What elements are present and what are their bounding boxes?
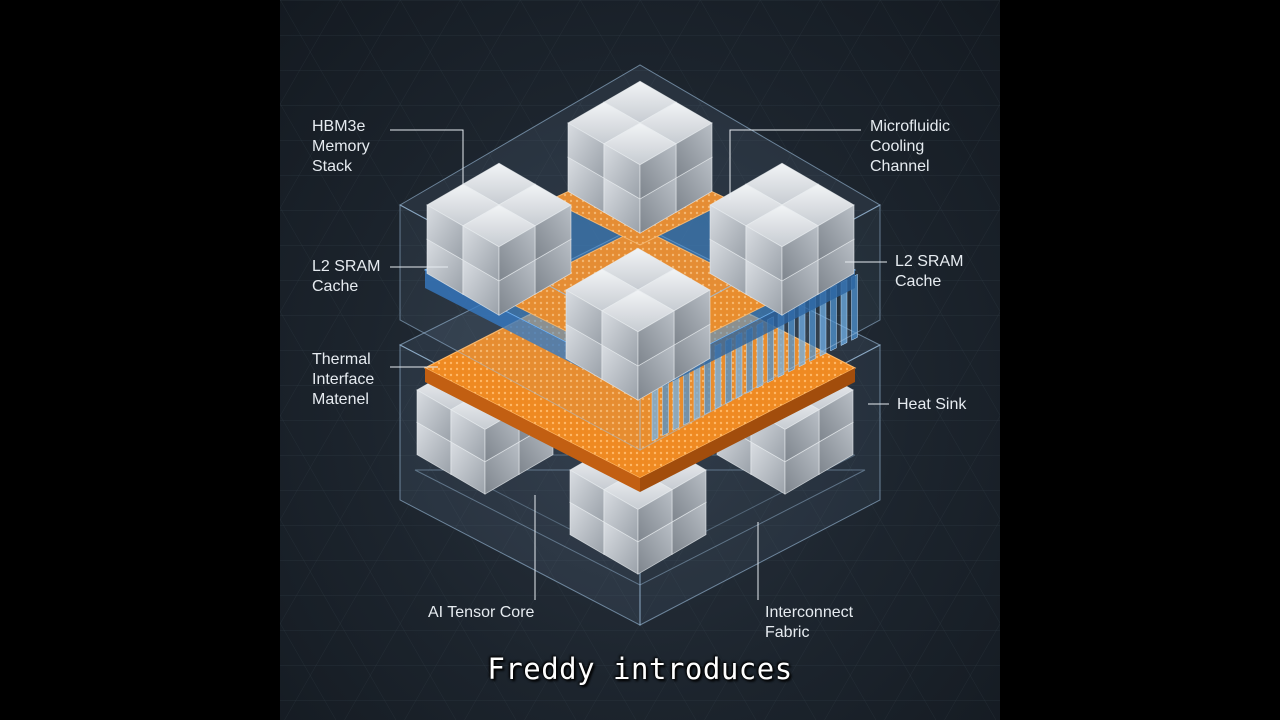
video-frame: HBM3e Memory Stack Microfluidic Cooling … [280, 0, 1000, 720]
label-l2-sram-cache-left: L2 SRAM Cache [312, 258, 381, 295]
leader-hbm [390, 129, 464, 185]
memory-cube [462, 204, 536, 282]
upper-cube-group [426, 80, 855, 401]
label-interconnect-fabric: Interconnect Fabric [765, 604, 854, 641]
heat-sink-fin [851, 273, 858, 341]
heat-sink-fins [651, 273, 858, 442]
memory-cube [601, 289, 675, 367]
video-caption: Freddy introduces [487, 652, 793, 686]
leader-microfluidic [729, 129, 861, 200]
label-l2-sram-cache-right: L2 SRAM Cache [895, 253, 964, 290]
memory-cube [603, 122, 677, 200]
label-microfluidic-cooling-channel: Microfluidic Cooling Channel [870, 118, 951, 175]
label-thermal-interface-material: Thermal Interface Matenel [312, 351, 375, 408]
label-ai-tensor-core: AI Tensor Core [428, 604, 535, 621]
chip-stack-diagram [280, 0, 1000, 720]
label-heat-sink: Heat Sink [897, 396, 967, 413]
label-hbm-memory-stack: HBM3e Memory Stack [312, 118, 370, 175]
memory-cube [745, 204, 819, 282]
leader-lines [390, 129, 889, 600]
